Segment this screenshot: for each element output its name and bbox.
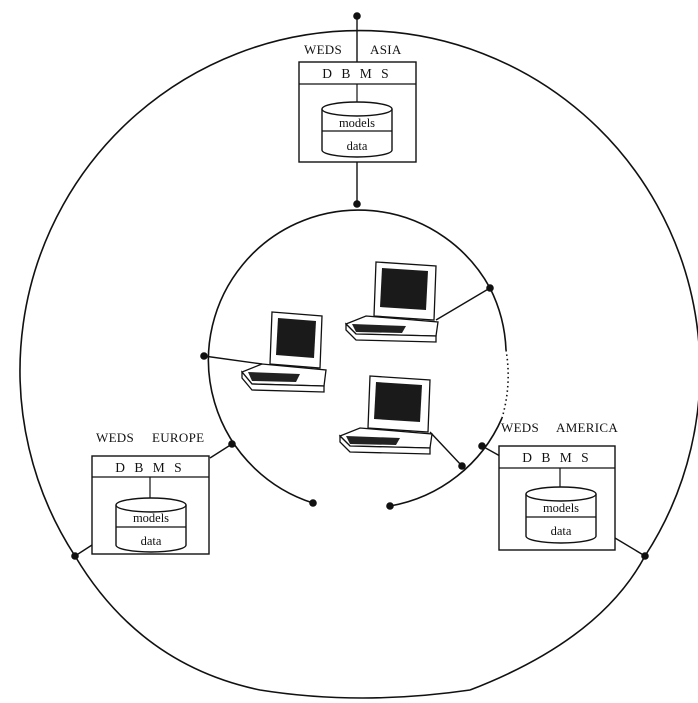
node-dot [353,200,361,208]
node-dot [641,552,649,560]
inner-ring-lower-right [389,417,503,507]
db-label-models: models [339,116,375,130]
laptop-link [429,431,463,467]
node-dot [309,499,317,507]
laptop-link [435,287,491,321]
database-cylinder [525,486,597,544]
site-label-left: WEDS [304,42,342,57]
node-dot [353,12,361,20]
db-label-models: models [133,511,169,525]
node-dot [71,552,79,560]
node-dot [386,502,394,510]
outer-ring-bottom [74,555,646,699]
inner-ring-left [207,209,491,504]
site-label-right: EUROPE [152,430,204,445]
inner-ring-dotted [501,349,509,419]
laptop-icon [344,261,439,343]
inner-ring-right [489,287,507,351]
site-label-left: WEDS [96,430,134,445]
dbms-label: D B M S [522,450,591,465]
site-america: WEDS AMERICA D B M S models data [478,420,649,560]
dbms-label: D B M S [115,460,184,475]
node-dot [228,440,236,448]
db-label-data: data [141,534,162,548]
database-cylinder [115,497,187,553]
db-label-models: models [543,501,579,515]
db-label-data: data [551,524,572,538]
dbms-label: D B M S [322,66,391,81]
site-asia: WEDS ASIA D B M S models data [298,12,417,208]
america-link-right [614,537,646,557]
site-label-right: AMERICA [556,420,618,435]
europe-link-right [209,443,233,459]
database-cylinder [321,101,393,158]
laptop-link [203,355,263,365]
site-label-left: WEDS [501,420,539,435]
laptop-icon [338,375,433,455]
node-dot [478,442,486,450]
laptop-icon [240,311,327,393]
site-europe: WEDS EUROPE D B M S models data [71,430,236,560]
db-label-data: data [347,139,368,153]
site-label-right: ASIA [370,42,402,57]
